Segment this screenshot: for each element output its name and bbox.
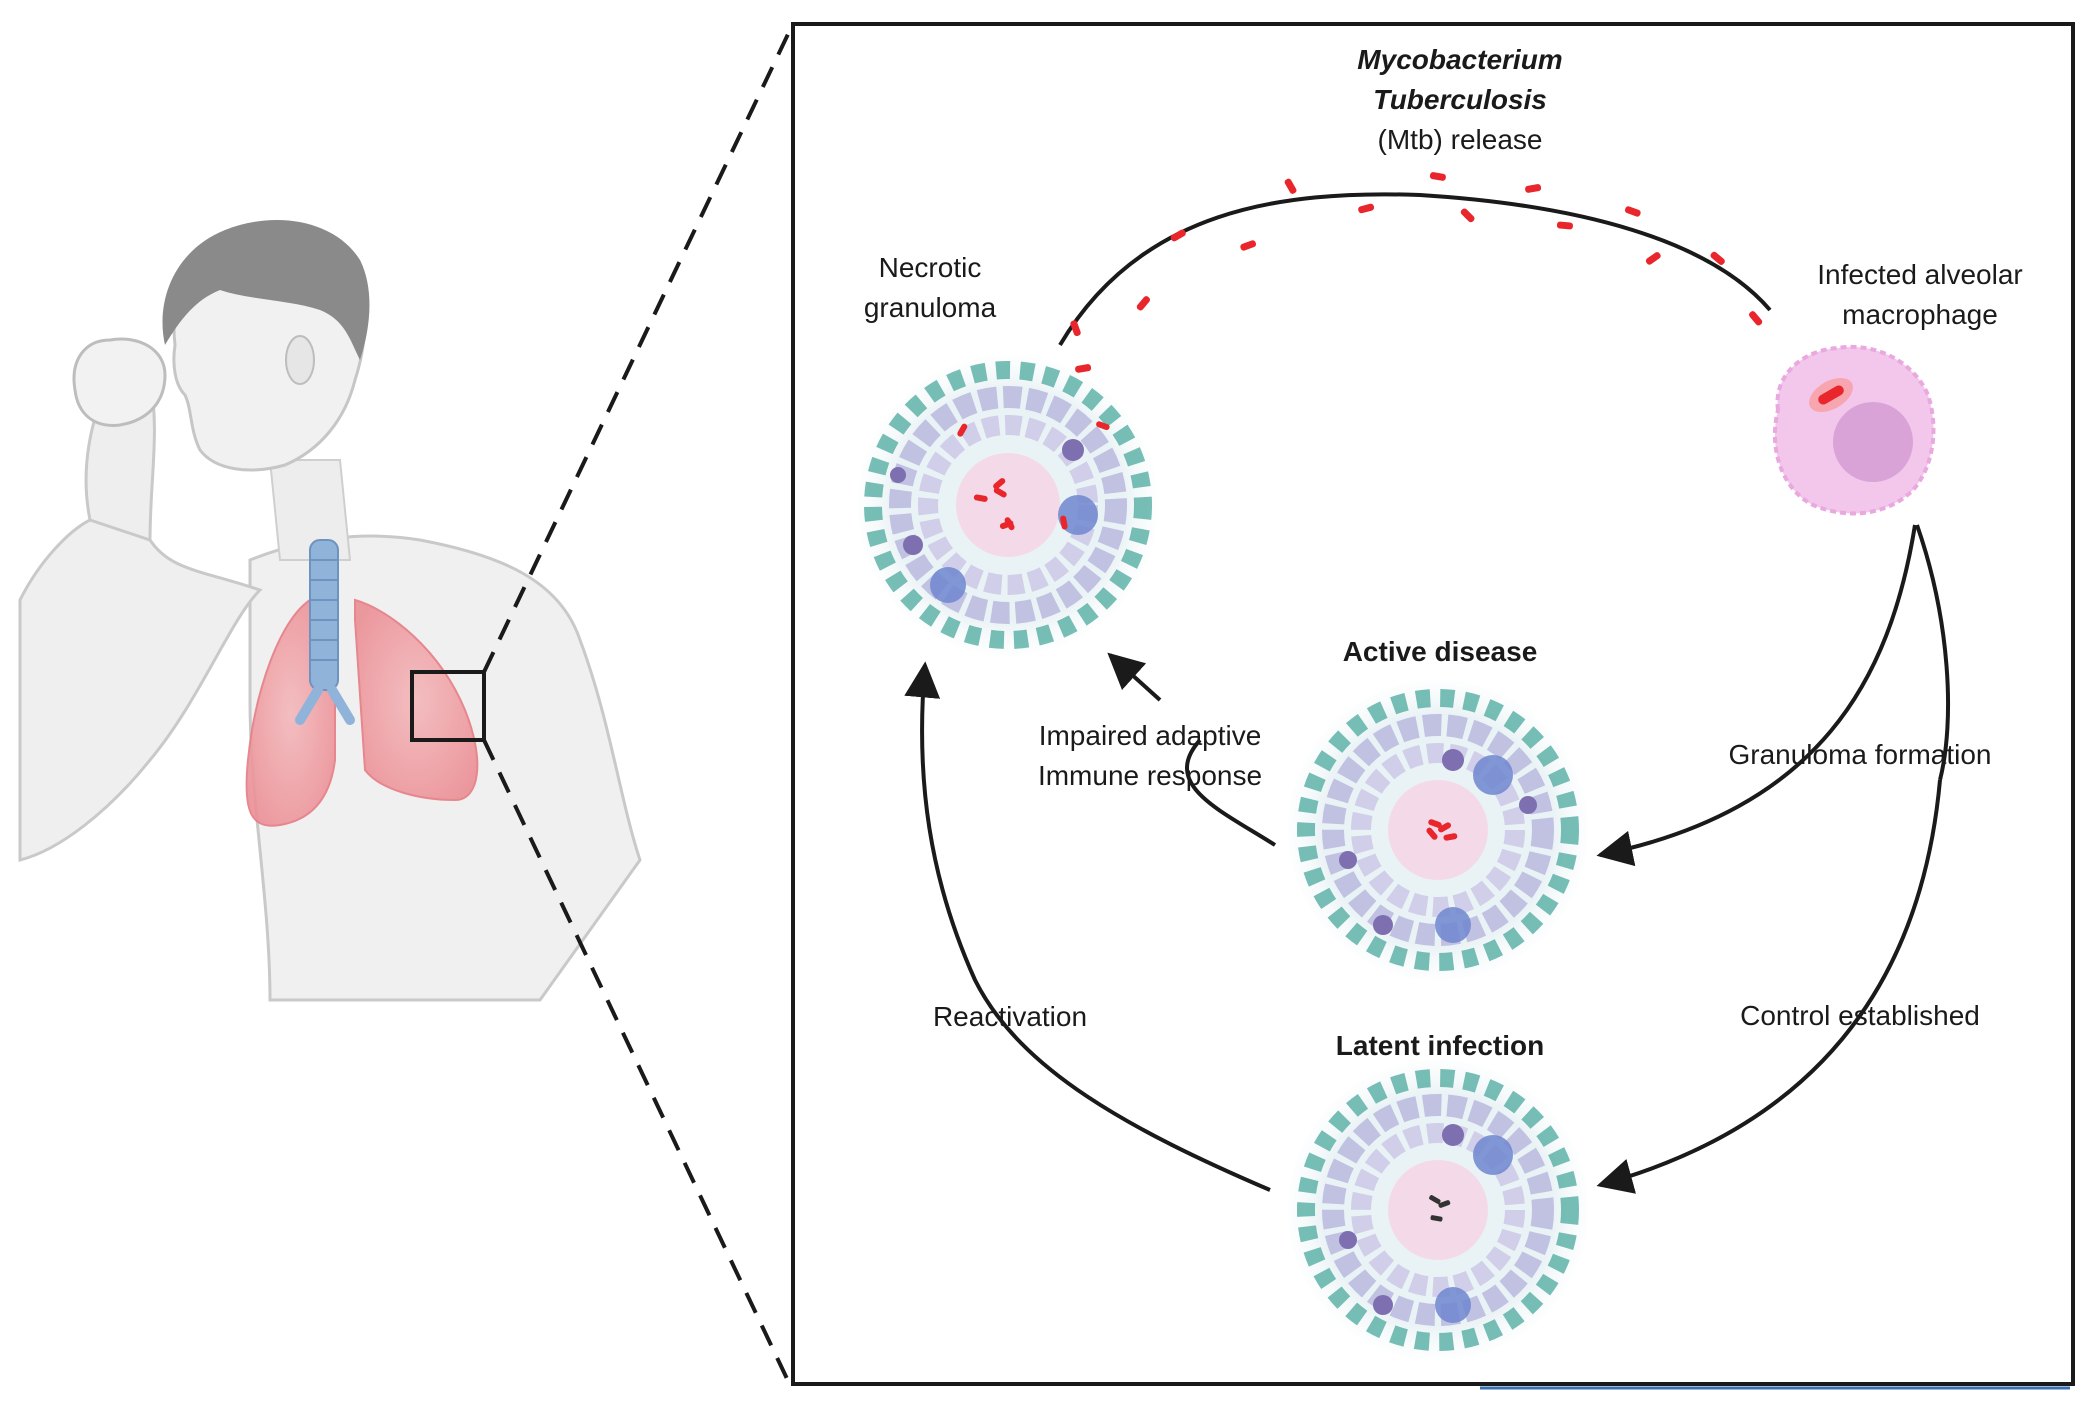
zoom-line-top: [482, 29, 792, 673]
necrotic-granuloma: [858, 355, 1158, 655]
reactivation-label: Reactivation: [932, 1001, 1088, 1032]
latent-infection-label: Latent infection: [1335, 1030, 1545, 1061]
control-established-arrow: [1596, 779, 1942, 1194]
infected-macrophage: [1772, 344, 1936, 516]
mtb-title-line1: Mycobacterium: [1357, 44, 1563, 75]
mtb-release-arc: [1058, 192, 1772, 347]
impaired-response-arrowhead: [1107, 652, 1162, 702]
impaired-response-label-line2: Immune response: [1037, 760, 1263, 791]
macrophage-label-line2: macrophage: [1842, 299, 1998, 330]
mtb-title-line3: (Mtb) release: [1377, 124, 1543, 155]
active-disease-granuloma: [1288, 680, 1588, 980]
impaired-response-label-line1: Impaired adaptive: [1038, 720, 1262, 751]
necrotic-granuloma-label-line1: Necrotic: [878, 252, 982, 283]
necrotic-granuloma-label-line2: granuloma: [863, 292, 997, 323]
fist-shape: [72, 337, 167, 427]
zoom-panel-frame: [791, 22, 2075, 1386]
mtb-title-line2: Tuberculosis: [1373, 84, 1547, 115]
macrophage-return-line: [1915, 524, 1951, 781]
coughing-person-illustration: [18, 220, 642, 1002]
trachea-shape: [295, 539, 355, 725]
zoom-line-bottom: [482, 739, 792, 1386]
granuloma-formation-label: Granuloma formation: [1728, 739, 1992, 770]
hair-shape: [162, 220, 370, 360]
right-lung-shape: [354, 598, 479, 802]
ear-shape: [285, 335, 315, 385]
granuloma-formation-arrow: [1596, 524, 1917, 867]
latent-infection-granuloma: [1288, 1060, 1588, 1360]
macrophage-label-line1: Infected alveolar: [1817, 259, 2023, 290]
reactivation-arrow: [904, 661, 1271, 1192]
neck-shape: [268, 459, 352, 561]
control-established-label: Control established: [1740, 1000, 1980, 1031]
zoom-box: [410, 670, 486, 742]
released-bacteria: [1070, 172, 1763, 373]
impaired-response-arrow: [1185, 738, 1277, 847]
active-disease-label: Active disease: [1342, 636, 1538, 667]
raised-arm-shape: [18, 514, 263, 862]
cycle-arrows: [904, 192, 1951, 1194]
